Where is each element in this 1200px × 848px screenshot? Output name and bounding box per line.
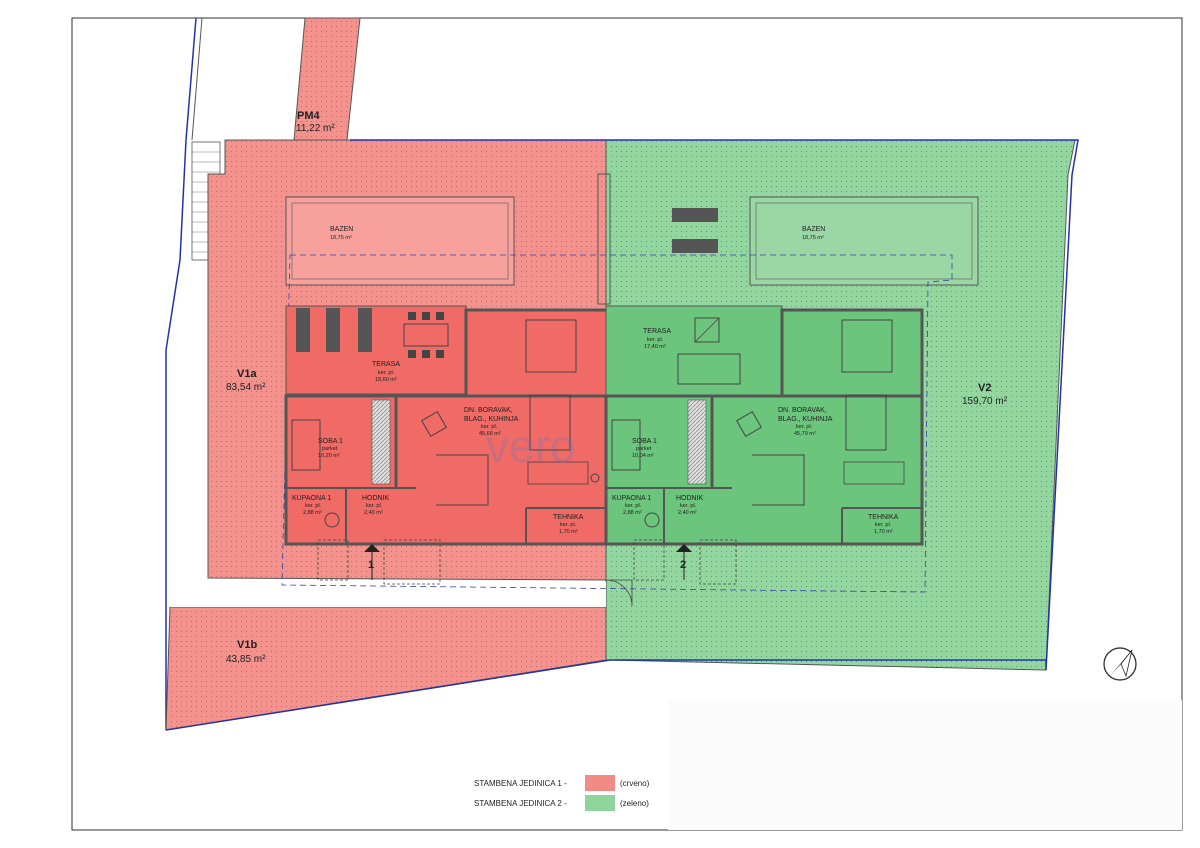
terrace-2 — [605, 305, 783, 397]
sunbed — [672, 208, 718, 222]
outdoor-table-2 — [694, 317, 720, 343]
bed-2 — [611, 419, 641, 471]
v1b-area: 43,85 m² — [226, 654, 266, 665]
armchair-2 — [736, 411, 762, 437]
bath-1-label: KUPAONA 1 — [292, 495, 331, 502]
legend-note-1: (crveno) — [620, 779, 650, 788]
pool-1-label: BAZEN — [330, 226, 353, 233]
tech-2-label: TEHNIKA — [868, 514, 899, 521]
pool-2 — [749, 196, 979, 286]
living-2-line1: DN. BORAVAK, — [778, 407, 827, 414]
pool-1-area: 18,75 m² — [330, 235, 352, 241]
kitchen-2 — [845, 394, 887, 451]
living-1-line1: DN. BORAVAK, — [464, 407, 513, 414]
bed-1 — [291, 419, 321, 471]
legend-note-2: (zeleno) — [620, 799, 649, 808]
bath-2-area: 2,88 m² — [623, 510, 642, 516]
legend-label-1: STAMBENA JEDINICA 1 - — [474, 779, 567, 788]
living-1-floor: ker. pl. — [481, 424, 498, 430]
tech-1-label: TEHNIKA — [553, 514, 584, 521]
dining-table-outdoor — [403, 312, 449, 358]
outdoor-sofa-2 — [677, 353, 741, 385]
hall-1-floor: ker. pl. — [366, 503, 383, 509]
north-arrow-icon — [1103, 647, 1137, 681]
legend-swatch-1 — [585, 775, 615, 791]
sunbeds-1 — [296, 308, 372, 352]
legend-label-2: STAMBENA JEDINICA 2 - — [474, 799, 567, 808]
hall-2-area: 2,40 m² — [678, 510, 697, 516]
watermark: vero — [486, 420, 575, 472]
pm4-label: PM4 — [297, 110, 321, 122]
v1a-area: 83,54 m² — [226, 382, 266, 393]
v2-area: 159,70 m² — [962, 396, 1008, 407]
west-boundary — [165, 17, 197, 730]
bath-2-label: KUPAONA 1 — [612, 495, 651, 502]
entry-arrow-1 — [364, 544, 380, 552]
terrace-2-label: TERASA — [643, 328, 671, 335]
pool-2-area: 18,75 m² — [802, 235, 824, 241]
room-2-floor: parket — [636, 446, 652, 452]
plot-boundary — [165, 139, 1079, 731]
redacted-area — [668, 700, 1182, 830]
terrace-2-area: 17,40 m² — [644, 344, 666, 350]
room-1-label: SOBA 1 — [318, 438, 343, 445]
terrace-1-area: 18,60 m² — [375, 377, 397, 383]
entry-2-number: 2 — [680, 559, 686, 571]
gap-strip — [170, 580, 606, 607]
tech-1-area: 1,70 m² — [559, 529, 578, 535]
living-1-area: 45,66 m² — [479, 431, 501, 437]
bath-1-area: 2,88 m² — [303, 510, 322, 516]
room-2-area: 10,04 m² — [632, 453, 654, 459]
gate-2 — [605, 579, 633, 607]
sofa-2 — [752, 454, 805, 506]
sunbed — [672, 239, 718, 253]
bath-1-floor: ker. pl. — [305, 503, 322, 509]
tech-2-floor: ker. pl. — [875, 522, 892, 528]
bath-2-floor: ker. pl. — [625, 503, 642, 509]
living-2-line2: BLAG., KUHINJA — [778, 416, 833, 423]
room-1-floor: parket — [322, 446, 338, 452]
sheet-frame — [71, 17, 1183, 831]
divider-planter — [597, 173, 611, 305]
sofa-1 — [436, 454, 489, 506]
hall-1-label: HODNIK — [362, 495, 390, 502]
living-2-floor: ker. pl. — [796, 424, 813, 430]
v2-label: V2 — [978, 382, 991, 394]
kitchen-1 — [529, 394, 571, 451]
hall-2-floor: ker. pl. — [680, 503, 697, 509]
entry-1-number: 1 — [368, 559, 374, 571]
wardrobe-1 — [371, 399, 391, 485]
terrace-1-floor: ker. pl. — [378, 370, 395, 376]
wardrobe-2 — [687, 399, 707, 485]
pool-1 — [285, 196, 515, 286]
room-2-label: SOBA 1 — [632, 438, 657, 445]
armchair-1 — [421, 411, 447, 437]
tech-1-floor: ker. pl. — [560, 522, 577, 528]
terrace-2-floor: ker. pl. — [647, 337, 664, 343]
west-road-edge — [191, 17, 203, 141]
hall-1-area: 2,40 m² — [364, 510, 383, 516]
v1b-label: V1b — [237, 639, 257, 651]
v1a-label: V1a — [237, 368, 257, 380]
legend-swatch-2 — [585, 795, 615, 811]
pool-2-label: BAZEN — [802, 226, 825, 233]
dashed-outline — [281, 254, 953, 593]
living-2-area: 45,79 m² — [794, 431, 816, 437]
entry-arrow-2 — [676, 544, 692, 552]
pm4-area: 11,22 m² — [296, 123, 335, 134]
dining-table-2 — [841, 319, 893, 373]
room-1-area: 10,20 m² — [318, 453, 340, 459]
living-1-line2: BLAG., KUHINJA — [464, 416, 519, 423]
dining-table-1 — [525, 319, 577, 373]
hall-2-label: HODNIK — [676, 495, 704, 502]
tech-2-area: 1,70 m² — [874, 529, 893, 535]
v1b-plot — [165, 606, 607, 731]
terrace-1-label: TERASA — [372, 361, 400, 368]
